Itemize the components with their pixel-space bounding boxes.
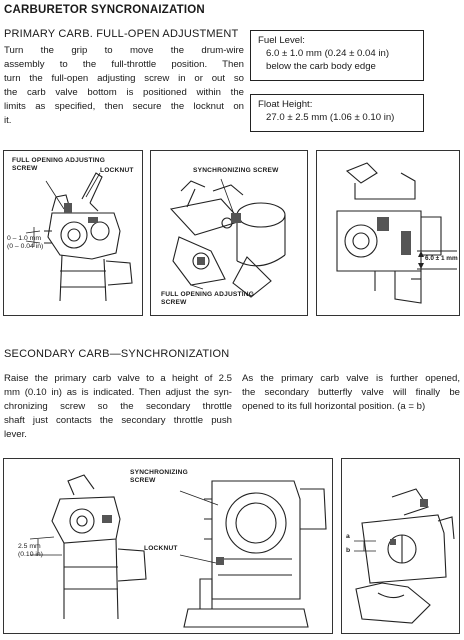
figure-butterfly-valve: a b: [341, 458, 460, 634]
dim-2-5mm: 2.5 mm (0.10 in): [18, 543, 43, 559]
dim-2-5mm-line2: (0.10 in): [18, 551, 43, 558]
label-full-opening-adjusting-screw-2: FULL OPENING ADJUSTING SCREW: [161, 291, 255, 306]
label-locknut-2: LOCKNUT: [144, 545, 178, 552]
label-synchronizing-screw-2: SYNCHRONIZING SCREW: [130, 469, 188, 484]
figure-full-open-adjust: FULL OPENING ADJUSTING SCREW LOCKNUT 0 –…: [3, 150, 143, 316]
primary-paragraph: Turn the grip to move the drum-wire asse…: [4, 44, 244, 128]
carburetor-drawing-1: [25, 172, 133, 302]
primary-line: it.: [4, 115, 12, 126]
primary-heading: PRIMARY CARB. FULL-OPEN ADJUSTMENT: [4, 28, 239, 40]
secondary-left-line: chronizing screw so the secondary thrott…: [4, 401, 232, 412]
fuel-level-box: Fuel Level: 6.0 ± 1.0 mm (0.24 ± 0.04 in…: [250, 30, 424, 81]
label-full-opening-adjusting-screw: FULL OPENING ADJUSTING SCREW: [12, 157, 106, 172]
secondary-right-line: the secondary butterfly valve will final…: [242, 387, 460, 398]
secondary-heading: SECONDARY CARB—SYNCHRONIZATION: [4, 348, 230, 360]
page-title: CARBURETOR SYNCRONAIZATION: [4, 4, 205, 16]
dim-0-1mm-line2: (0 – 0.04 in): [7, 243, 44, 250]
secondary-left-line: shaft just contacts the secondary thrott…: [4, 415, 232, 426]
secondary-left-line: Raise the primary carb valve to a height…: [4, 373, 232, 384]
float-height-value: 27.0 ± 2.5 mm (1.06 ± 0.10 in): [266, 112, 395, 123]
primary-line: turn the full-open adjusting screw in or…: [4, 73, 244, 84]
fuel-level-note: below the carb body edge: [266, 61, 376, 72]
dim-6mm: 6.0 ± 1 mm: [425, 255, 458, 262]
label-b: b: [346, 547, 351, 554]
carburetor-drawing-5: [354, 488, 455, 624]
primary-line: Turn the grip to move the drum-wire: [4, 45, 244, 56]
secondary-left-paragraph: Raise the primary carb valve to a height…: [4, 372, 232, 442]
secondary-left-line: lever.: [4, 429, 27, 440]
fuel-level-value: 6.0 ± 1.0 mm (0.24 ± 0.04 in): [266, 48, 390, 59]
figure-float-height: 6.0 ± 1 mm: [316, 150, 460, 316]
carburetor-drawing-3: [336, 162, 457, 304]
dim-2-5mm-line1: 2.5 mm: [18, 543, 41, 550]
label-locknut: LOCKNUT: [100, 167, 134, 174]
secondary-left-line: mm (0.10 in) as is indicated. Then adjus…: [4, 387, 232, 398]
dim-0-1mm-line1: 0 – 1.0 mm: [7, 235, 41, 242]
secondary-right-line: As the primary carb valve is further ope…: [242, 373, 460, 384]
label-synchronizing-screw: SYNCHRONIZING SCREW: [193, 167, 279, 174]
carburetor-drawing-2: [169, 178, 286, 298]
float-height-box: Float Height: 27.0 ± 2.5 mm (1.06 ± 0.10…: [250, 94, 424, 132]
label-a: a: [346, 533, 350, 540]
carburetor-drawing-4: [29, 474, 327, 628]
figure-secondary-sync: 2.5 mm (0.10 in) SYNCHRONIZING SCREW LOC…: [3, 458, 333, 634]
figure-synchronizing-screw: SYNCHRONIZING SCREW FULL OPENING ADJUSTI…: [150, 150, 308, 316]
secondary-right-line: opened to its full horizontal position. …: [242, 401, 426, 412]
float-height-label: Float Height:: [258, 99, 313, 110]
primary-line: assembly to the full-throttle position. …: [4, 59, 244, 70]
fuel-level-label: Fuel Level:: [258, 35, 305, 46]
secondary-right-paragraph: As the primary carb valve is further ope…: [242, 372, 460, 414]
primary-line: limits as specified, then secure the loc…: [4, 101, 244, 112]
dim-0-1mm: 0 – 1.0 mm (0 – 0.04 in): [7, 235, 43, 251]
primary-line: the carb valve bottom is positioned with…: [4, 87, 244, 98]
